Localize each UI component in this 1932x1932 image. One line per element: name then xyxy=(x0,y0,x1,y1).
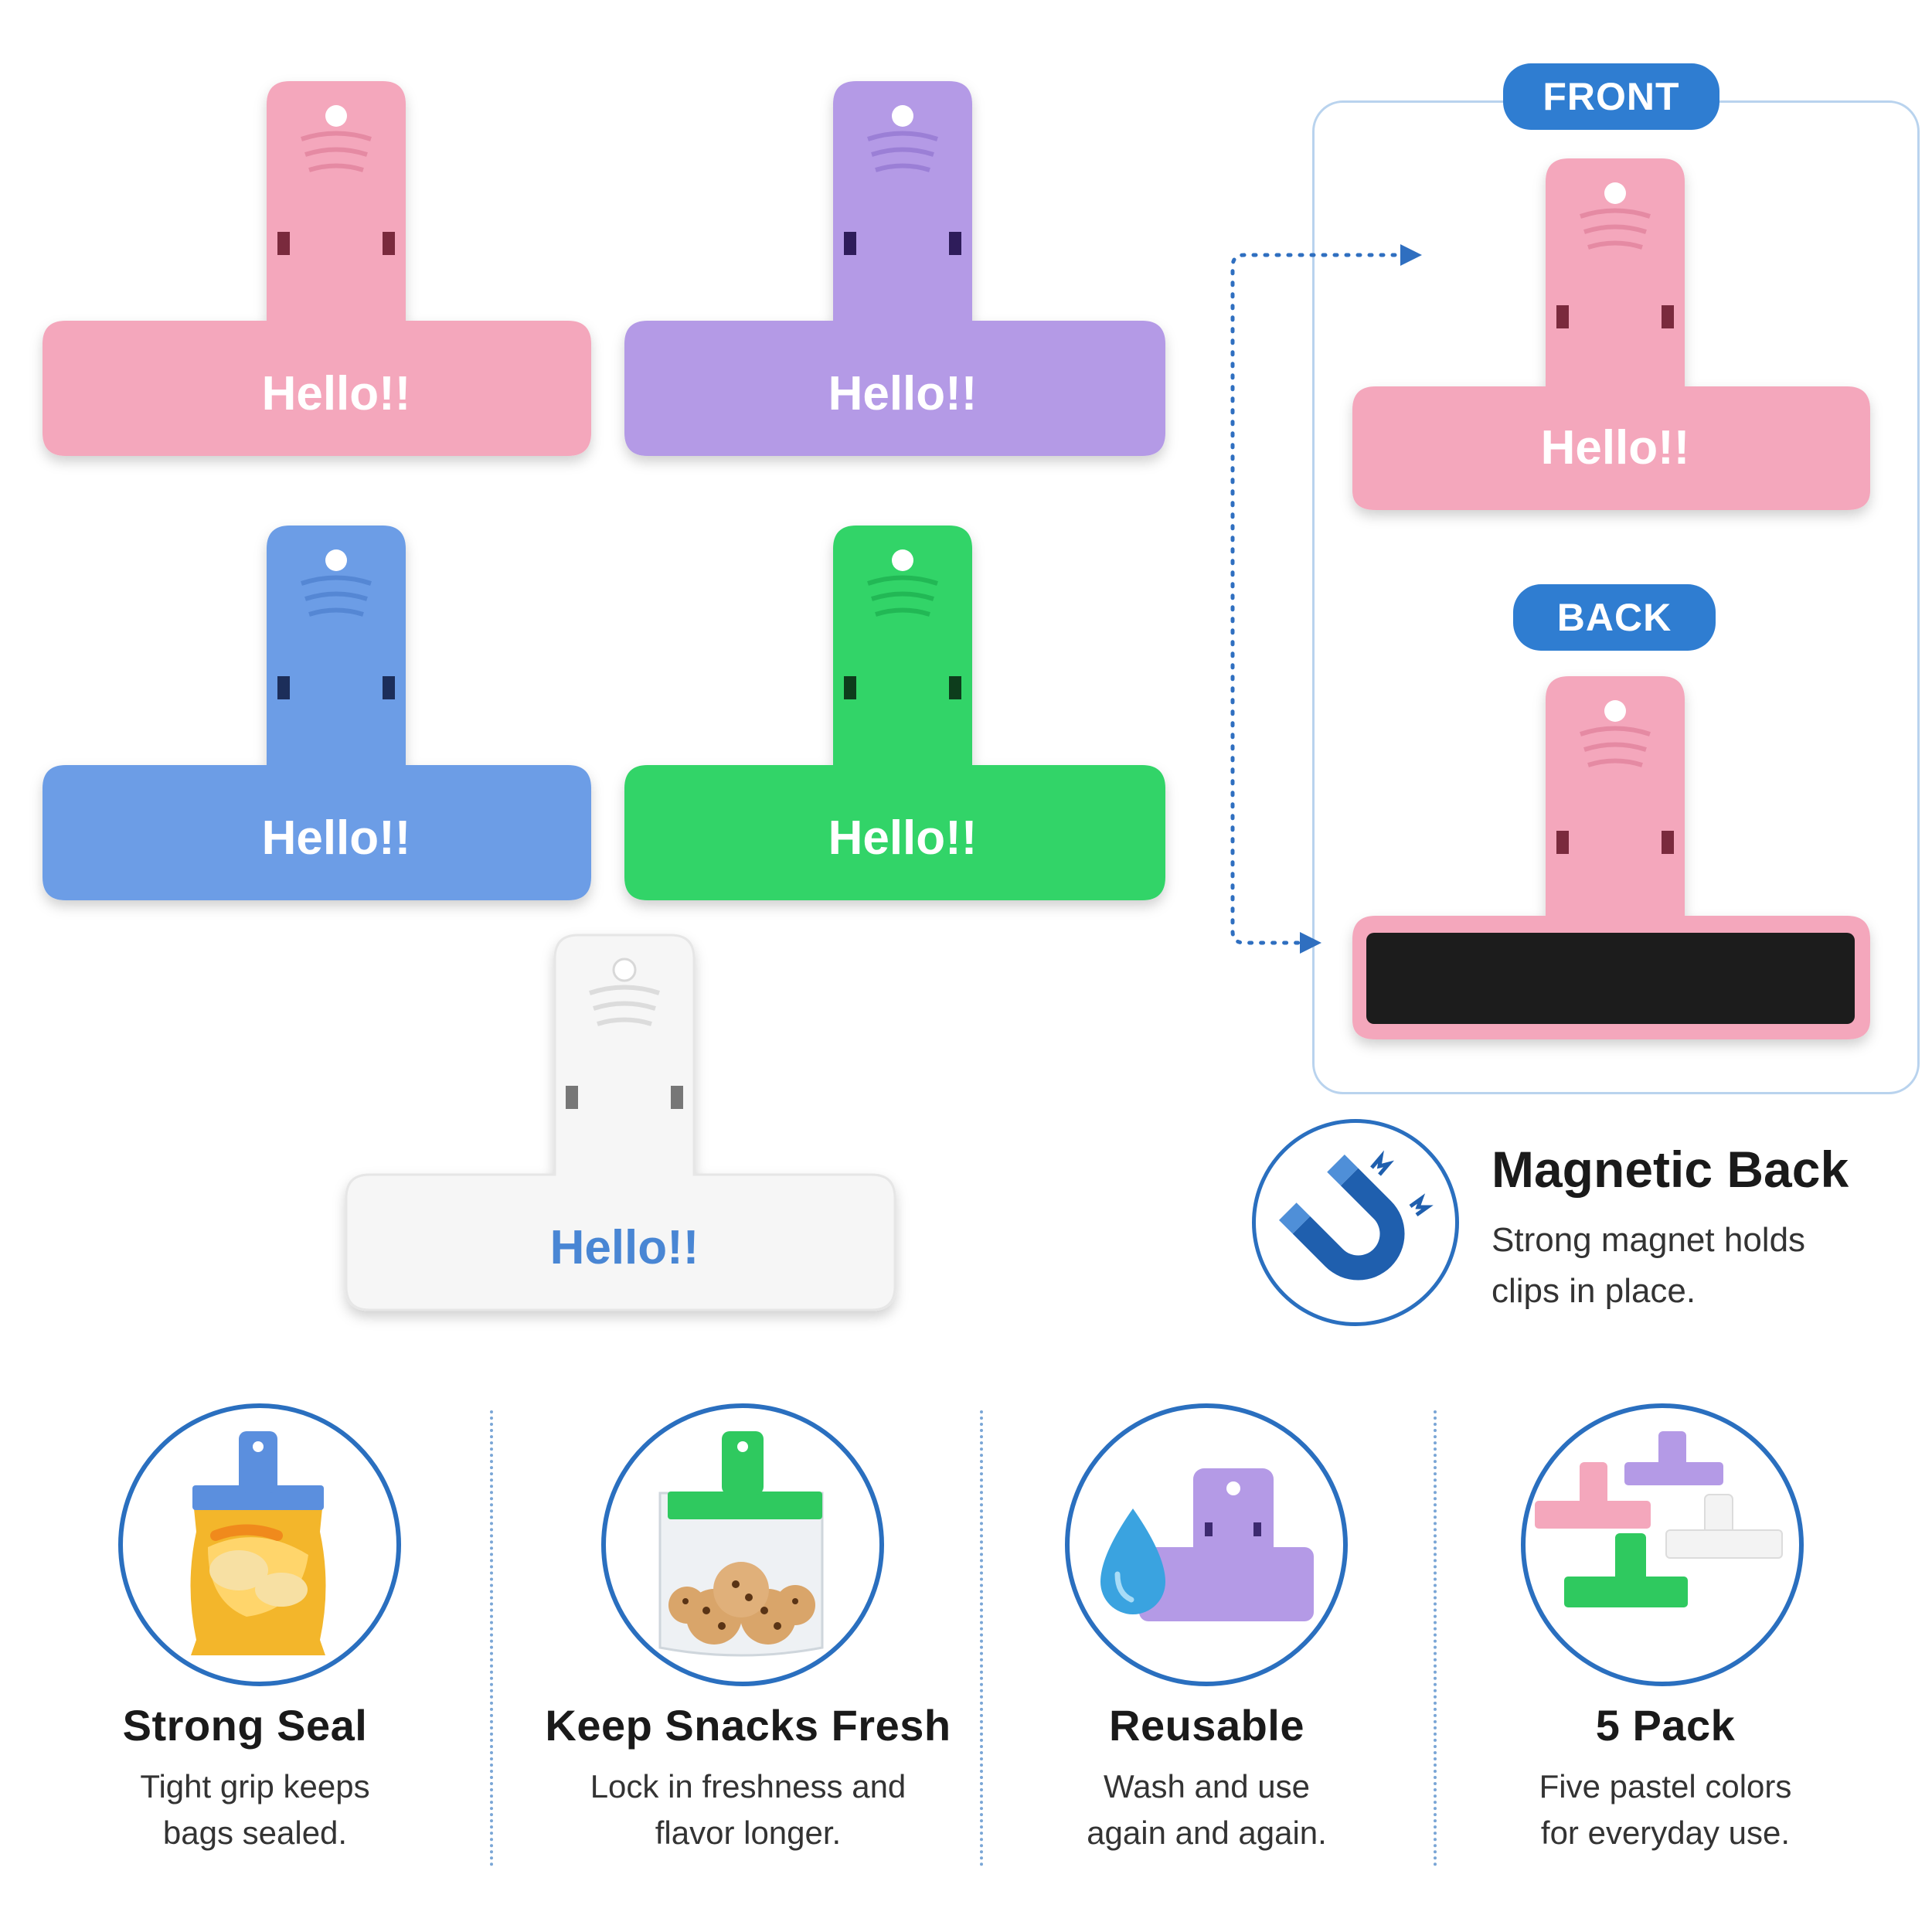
blue-clip: Hello!! xyxy=(43,526,591,900)
clip-set-icon xyxy=(1535,1431,1783,1607)
five-pack-title: 5 Pack xyxy=(1595,1701,1736,1750)
chip-bag-icon xyxy=(190,1431,326,1655)
green-clip: Hello!! xyxy=(624,526,1165,900)
front-back-arrows xyxy=(1230,244,1422,954)
magnetic-back-title: Magnetic Back xyxy=(1492,1141,1849,1198)
reusable-circle xyxy=(1065,1403,1348,1686)
cookie-bag-icon xyxy=(658,1431,824,1657)
keep-fresh-description: Lock in freshness and flavor longer. xyxy=(590,1768,906,1851)
arrow-right-icon xyxy=(1300,932,1321,954)
magnet-strip xyxy=(1366,933,1855,1024)
divider xyxy=(980,1410,983,1866)
magnet-feature-circle xyxy=(1252,1119,1459,1326)
white-clip-label: Hello!! xyxy=(550,1221,699,1274)
five-pack-description: Five pastel colors for everyday use. xyxy=(1539,1768,1792,1851)
back-label: BACK xyxy=(1513,584,1716,651)
arrow-right-icon xyxy=(1400,244,1422,266)
front-clip-label: Hello!! xyxy=(1541,421,1690,474)
keep-fresh-title: Keep Snacks Fresh xyxy=(545,1701,951,1750)
front-clip: Hello!! xyxy=(1352,158,1870,510)
magnet-icon xyxy=(1279,1150,1434,1281)
purple-clip-label: Hello!! xyxy=(828,367,978,420)
white-clip: Hello!! xyxy=(345,934,896,1311)
strong-seal-description: Tight grip keeps bags sealed. xyxy=(140,1768,370,1851)
water-drop-icon xyxy=(1100,1468,1314,1621)
magnetic-back-description: Strong magnet holds clips in place. xyxy=(1492,1221,1806,1310)
strong-seal-title: Strong Seal xyxy=(122,1701,368,1750)
blue-clip-label: Hello!! xyxy=(262,811,411,865)
pink-clip-label: Hello!! xyxy=(262,367,411,420)
five-pack-circle xyxy=(1521,1403,1804,1686)
divider xyxy=(1434,1410,1437,1866)
reusable-title: Reusable xyxy=(1109,1701,1304,1750)
front-label: FRONT xyxy=(1503,63,1719,130)
purple-clip: Hello!! xyxy=(624,81,1165,456)
back-clip xyxy=(1352,676,1870,1039)
keep-fresh-circle xyxy=(601,1403,884,1686)
divider xyxy=(490,1410,493,1866)
green-clip-label: Hello!! xyxy=(828,811,978,865)
reusable-description: Wash and use again and again. xyxy=(1087,1768,1327,1851)
clip-collection: Hello!! Hello!! Hello!! Hello!! Hello!! xyxy=(43,81,1165,1311)
strong-seal-circle xyxy=(118,1403,401,1686)
pink-clip: Hello!! xyxy=(43,81,591,456)
